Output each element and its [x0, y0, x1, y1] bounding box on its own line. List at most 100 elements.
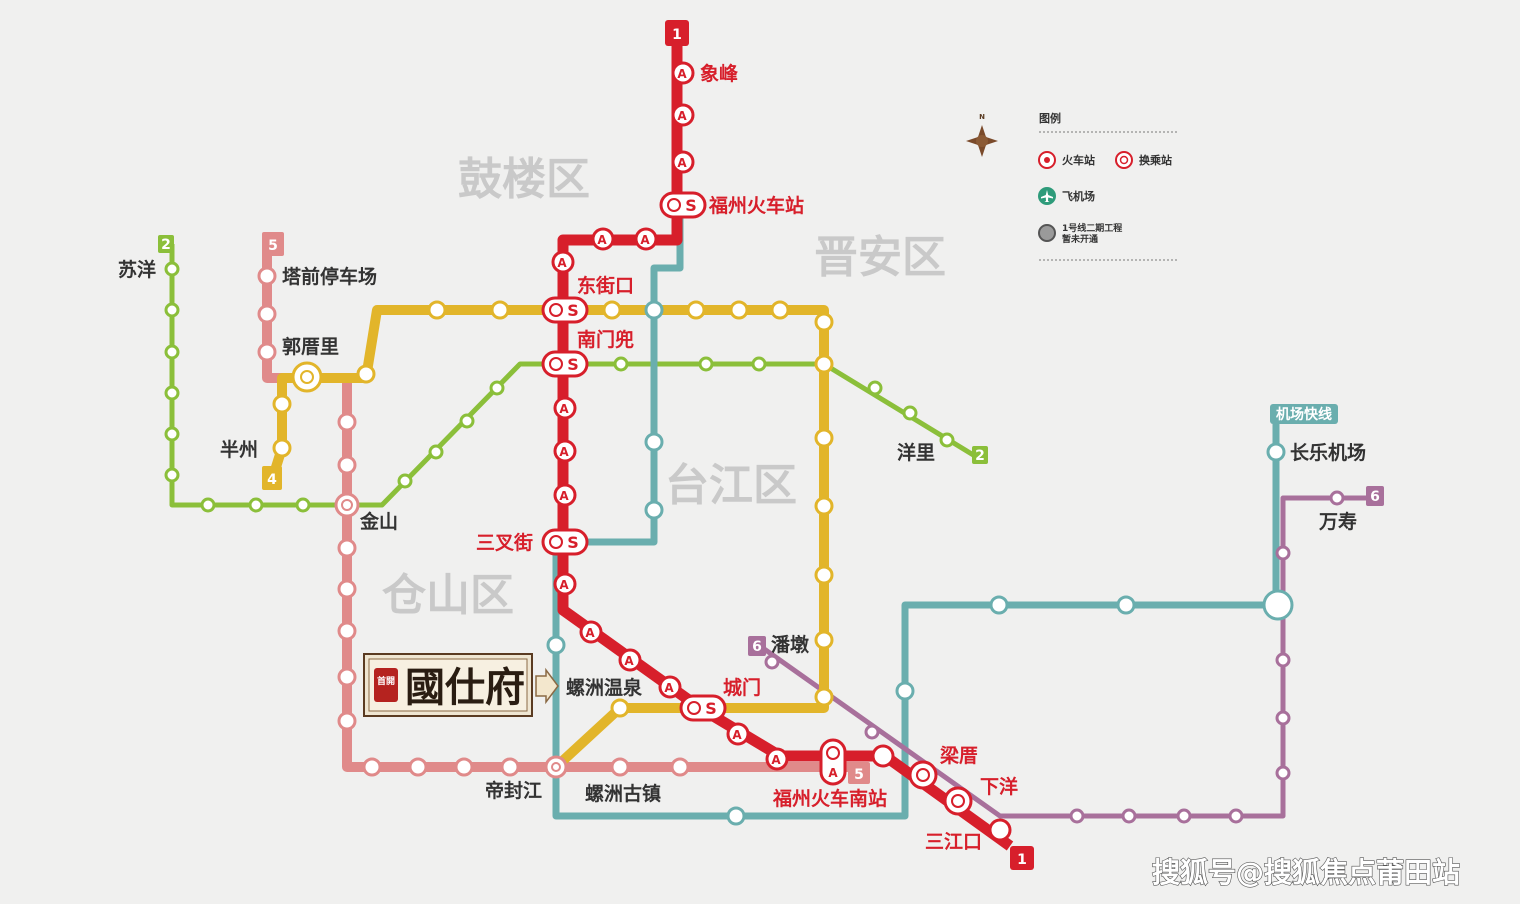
airport-express-tag: 机场快线 [1270, 404, 1338, 424]
aplus-station-icon: A [671, 103, 695, 127]
station-label-luozhou-town: 螺洲古镇 [585, 782, 661, 805]
legend-airport-label: 飞机场 [1062, 189, 1095, 203]
svg-text:S: S [567, 533, 579, 552]
line-6-path [758, 495, 1375, 819]
transfer-station-liangcuo [908, 760, 938, 790]
line-1-top-tag: 1 [665, 20, 689, 46]
aplus-station-icon: A [671, 150, 695, 174]
svg-text:5: 5 [268, 238, 278, 254]
svg-text:A: A [585, 626, 595, 640]
station-label-xiayang: 下洋 [980, 775, 1018, 798]
station-label-sanchajie: 三叉街 [476, 531, 533, 554]
svg-text:S: S [705, 699, 717, 718]
station-label-taqian: 塔前停车场 [282, 265, 377, 288]
svg-text:A: A [559, 578, 569, 592]
station-label-chengmen: 城门 [723, 676, 761, 699]
aplus-station-icon: A [671, 61, 695, 85]
station-label-guocuoli: 郭厝里 [282, 335, 339, 358]
svg-text:A: A [677, 156, 687, 170]
watermark: 搜狐号@搜狐焦点莆田站 [1152, 856, 1460, 889]
station-label-nanmendou: 南门兜 [577, 328, 634, 351]
svg-text:A: A [559, 489, 569, 503]
svg-text:1: 1 [1017, 852, 1027, 868]
svg-text:5: 5 [854, 767, 864, 783]
station-label-yangli: 洋里 [897, 441, 935, 464]
svg-text:4: 4 [267, 472, 277, 488]
station-label-jinshan: 金山 [359, 510, 398, 533]
transfer-station-difengjiang [544, 755, 568, 779]
svg-text:A: A [828, 766, 838, 780]
line-6-stations [764, 490, 1345, 824]
aplus-station-icon: A [658, 675, 682, 699]
svg-text:S: S [567, 301, 579, 320]
district-taijiang: 台江区 [665, 460, 797, 511]
station-label-difengjiang: 帝封江 [485, 779, 542, 802]
transfer-s-station-sanchajie: S [541, 528, 589, 556]
transfer-s-station-chengmen: S [679, 694, 727, 722]
svg-text:A: A [664, 681, 674, 695]
line-1-station-sanjiangkou [988, 818, 1012, 842]
transfer-station-icon [1115, 151, 1133, 169]
line-2-top-tag: 2 [158, 235, 174, 253]
station-label-fuzhou-south: 福州火车南站 [772, 787, 887, 810]
aplus-station-icon: A [553, 483, 577, 507]
aplus-station-icon: A [551, 250, 575, 274]
legend-phase2-line2: 暂未开通 [1062, 233, 1098, 245]
svg-text:A: A [732, 728, 742, 742]
line-4-stations [272, 300, 834, 718]
svg-text:A: A [771, 753, 781, 767]
svg-text:A: A [559, 445, 569, 459]
svg-text:A: A [677, 109, 687, 123]
phase2-icon [1038, 224, 1056, 242]
line-1-station [871, 744, 895, 768]
line-2-right-tag: 2 [972, 446, 988, 464]
aplus-station-icon: A [618, 648, 642, 672]
line-2-stations [164, 261, 955, 513]
svg-text:A: A [677, 67, 687, 81]
station-label-liangcuo: 梁厝 [939, 744, 978, 767]
aplus-station-icon: A [553, 439, 577, 463]
station-label-fuzhou-station: 福州火车站 [708, 194, 804, 217]
station-label-luozhou-hot-spring: 螺洲温泉 [566, 676, 643, 699]
district-gulou: 鼓楼区 [458, 154, 590, 205]
station-label-pandun: 潘墩 [771, 633, 810, 656]
banner-seal: 首開 [374, 668, 398, 702]
aplus-station-icon: A [591, 227, 615, 251]
arrow-right-icon [535, 667, 559, 705]
svg-text:6: 6 [1370, 489, 1380, 505]
station-label-sanjiangkou: 三江口 [925, 831, 982, 853]
station-label-changle-airport: 长乐机场 [1290, 442, 1366, 464]
line-5-right-tag: 5 [848, 762, 870, 784]
transfer-s-station-nanmendou: S [541, 350, 589, 378]
svg-text:A: A [624, 654, 634, 668]
airport-express-stations [546, 300, 1294, 826]
legend-train-label: 火车站 [1062, 153, 1095, 167]
svg-text:A: A [640, 233, 650, 247]
transfer-aplus-station-fuzhou-south: A [819, 738, 847, 786]
transfer-s-station-dongjiekou: S [541, 296, 589, 324]
svg-text:6: 6 [752, 639, 762, 655]
svg-text:机场快线: 机场快线 [1276, 406, 1332, 423]
line-6-left-tag: 6 [748, 636, 766, 656]
legend-title: 图例 [1039, 111, 1061, 125]
line-6-right-tag: 6 [1366, 486, 1384, 506]
svg-text:A: A [559, 402, 569, 416]
svg-text:S: S [685, 196, 697, 215]
train-station-icon [1038, 151, 1056, 169]
line-2-path [169, 244, 977, 508]
svg-text:2: 2 [975, 448, 985, 464]
line-5-stations [257, 266, 690, 777]
aplus-station-icon: A [634, 227, 658, 251]
district-cangshan: 仓山区 [382, 570, 514, 621]
project-banner: 首開 國仕府 [363, 653, 559, 717]
legend-phase2-line1: 1号线二期工程 [1062, 222, 1122, 234]
station-label-wanshou: 万寿 [1318, 510, 1357, 533]
airport-express-path [552, 200, 1280, 820]
aplus-station-icon: A [553, 396, 577, 420]
svg-text:首開: 首開 [377, 675, 395, 687]
transfer-station-jinshan [334, 492, 360, 518]
legend: N 图例 火车站 换乘站 飞机场 1号线二期工程 暂未开通 [966, 111, 1177, 261]
transfer-station-guocuoli [291, 361, 323, 393]
station-label-banzhou: 半州 [220, 438, 258, 461]
svg-text:A: A [597, 233, 607, 247]
